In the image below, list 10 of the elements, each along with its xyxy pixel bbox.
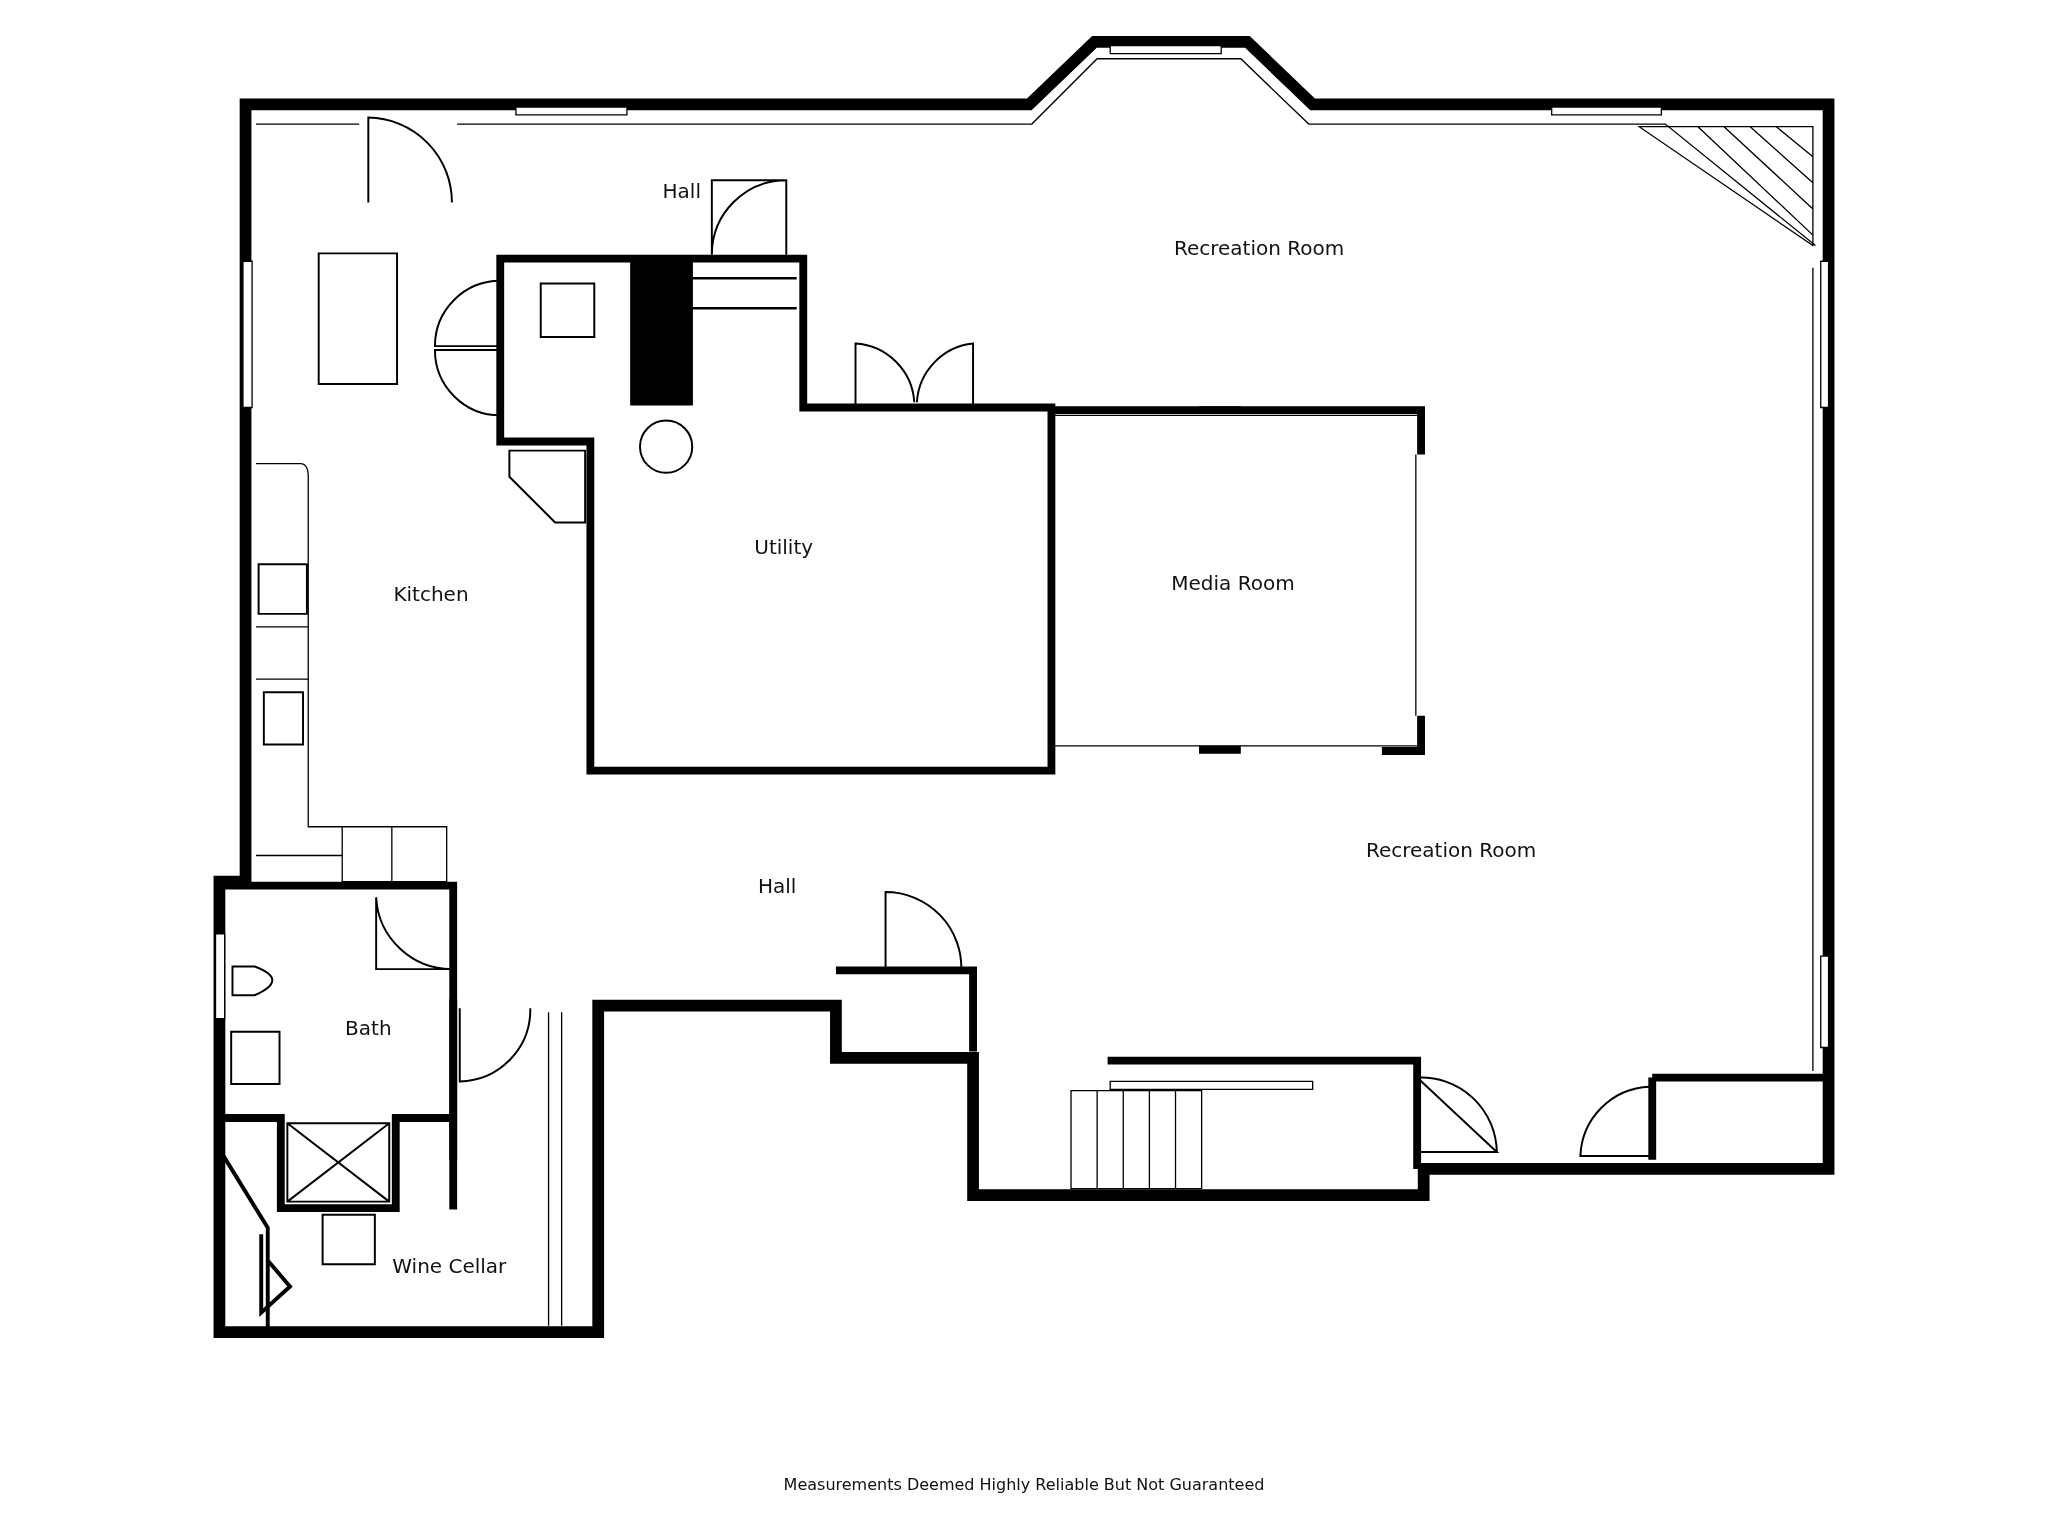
room-label: Kitchen bbox=[393, 582, 469, 607]
room-label: Hall bbox=[757, 873, 797, 898]
room-label: Hall bbox=[662, 178, 701, 203]
room-label: Media Room bbox=[1171, 570, 1295, 595]
room-label: Recreation Room bbox=[1365, 838, 1537, 863]
room-label: Bath bbox=[345, 1015, 392, 1040]
room-label: Utility bbox=[754, 535, 814, 560]
disclaimer-caption: Measurements Deemed Highly Reliable But Not Guaranteed bbox=[783, 1474, 1265, 1494]
room-label: Wine Cellar bbox=[392, 1253, 507, 1278]
room-label: Recreation Room bbox=[1173, 236, 1345, 261]
